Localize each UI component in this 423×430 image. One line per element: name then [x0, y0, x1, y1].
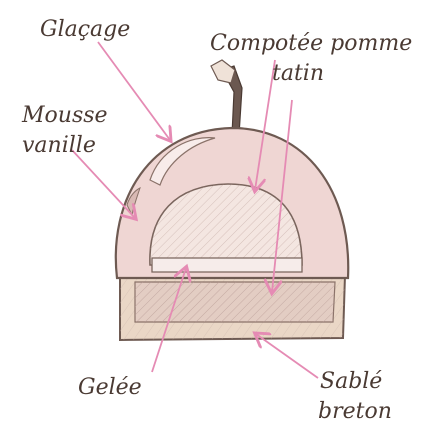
- arrow-glacage: [98, 42, 170, 140]
- stem: [211, 60, 242, 135]
- label-sable-line2: breton: [318, 399, 392, 424]
- arrow-sable: [256, 334, 318, 378]
- label-glacage: Glaçage: [40, 17, 130, 42]
- sable-breton-layer: [120, 275, 345, 340]
- arrow-mousse: [72, 150, 135, 218]
- label-gelee: Gelée: [78, 375, 142, 400]
- label-compotee-line2: tatin: [272, 61, 324, 86]
- label-mousse-line2: vanille: [22, 133, 96, 158]
- label-compotee-line1: Compotée pomme: [210, 31, 412, 56]
- label-mousse-line1: Mousse: [21, 103, 108, 128]
- label-sable-line1: Sablé: [320, 369, 382, 394]
- gelee-layer: [152, 258, 302, 272]
